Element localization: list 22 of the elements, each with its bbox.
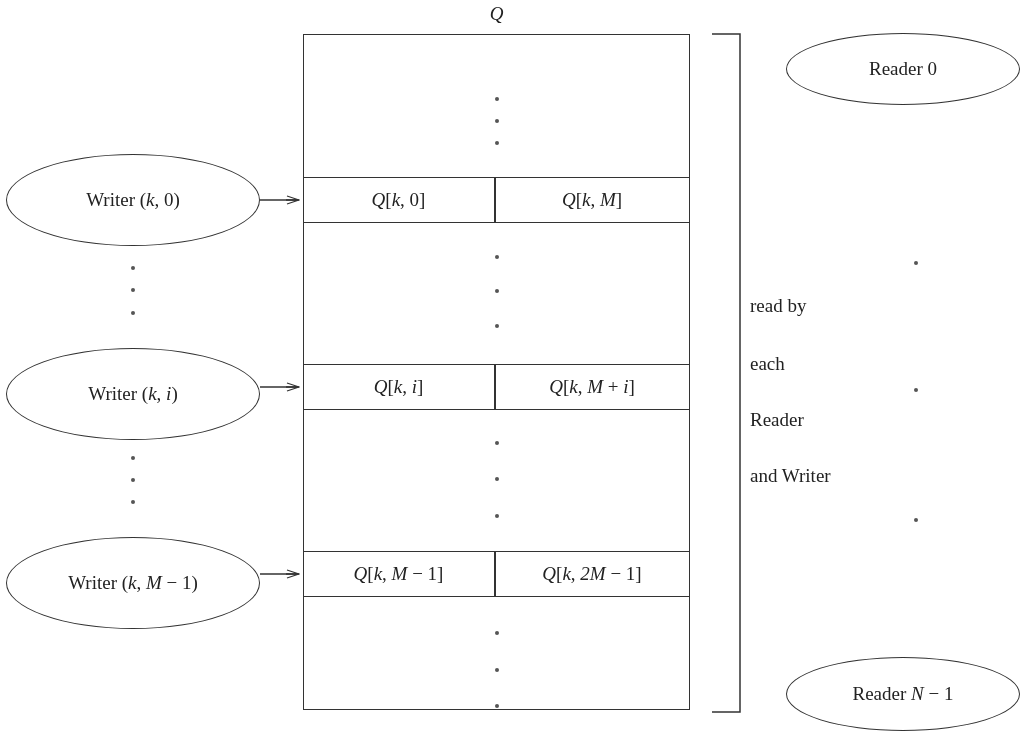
note-text: each [750, 353, 785, 375]
node-label: Writer (k, M − 1) [68, 572, 198, 594]
cell-label: Q[k, M − 1] [353, 562, 444, 585]
cell-label: Q[k, 2M − 1] [542, 562, 642, 585]
array-cell [494, 550, 690, 597]
cell-label: Q[k, M + i] [549, 375, 635, 398]
cell-label: Q[k, 0] [371, 188, 426, 211]
note-text: read by [750, 295, 807, 317]
note-text: and Writer [750, 465, 831, 487]
array-cell [302, 550, 495, 597]
array-cell [302, 363, 495, 410]
array-title: Q [488, 3, 505, 25]
array-cell [494, 363, 690, 410]
node-label: Writer (k, i) [88, 383, 178, 405]
cell-label: Q[k, M] [561, 188, 623, 211]
node-label: Writer (k, 0) [86, 189, 180, 211]
cell-label: Q[k, i] [373, 375, 424, 398]
note-text: Reader [750, 409, 804, 431]
node-label: Reader N − 1 [852, 683, 954, 705]
array-cell [494, 176, 690, 223]
array-cell [302, 176, 495, 223]
node-label: Reader 0 [868, 58, 938, 80]
